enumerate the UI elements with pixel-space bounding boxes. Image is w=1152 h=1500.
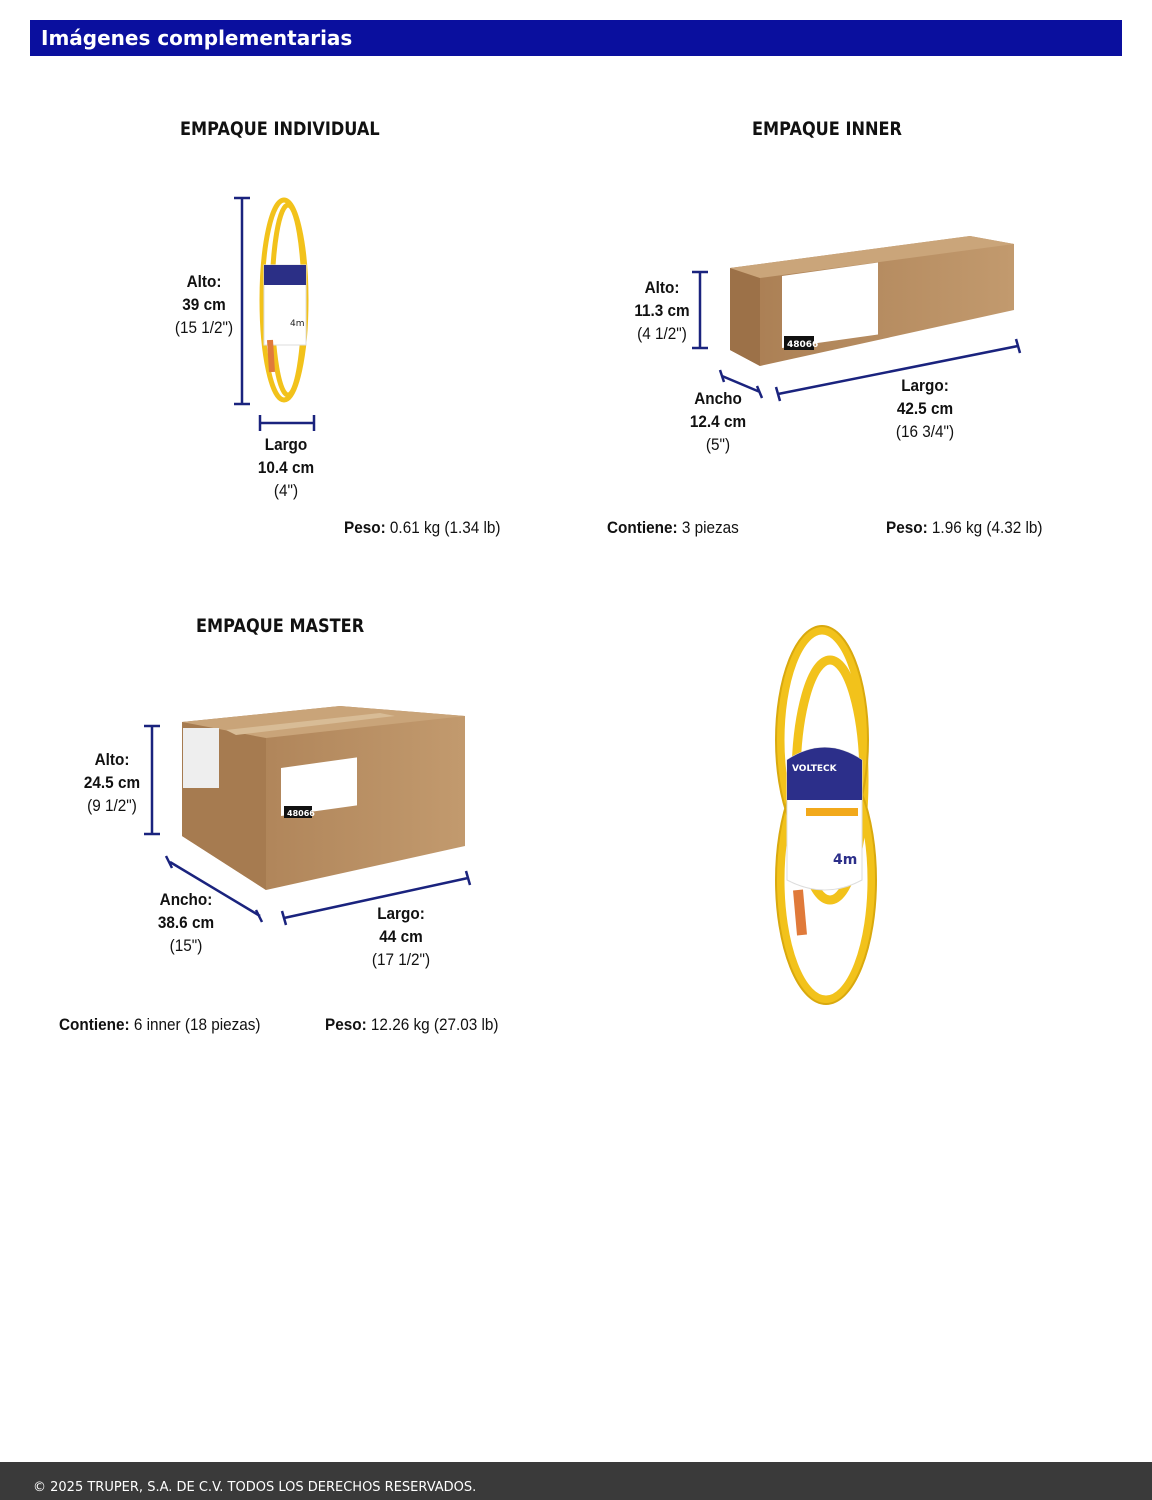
inner-dimension-lines — [692, 270, 1022, 402]
master-title: EMPAQUE MASTER — [196, 615, 365, 637]
dim-in: (5") — [705, 435, 731, 454]
dim-label: Ancho: — [159, 890, 213, 909]
master-ancho: Ancho: 38.6 cm (15") — [148, 888, 224, 957]
product-cord-image: VOLTECK 4m — [775, 625, 877, 1005]
individual-peso: Peso: 0.61 kg (1.34 lb) — [344, 518, 501, 538]
dim-label: Largo: — [901, 376, 949, 395]
master-dimension-lines — [144, 724, 472, 926]
individual-alto: Alto: 39 cm (15 1/2") — [168, 270, 240, 339]
info-value: 12.26 kg (27.03 lb) — [370, 1015, 499, 1034]
info-value: 3 piezas — [681, 518, 739, 537]
info-value: 1.96 kg (4.32 lb) — [931, 518, 1043, 537]
product-length: 4m — [833, 852, 857, 868]
info-label: Peso: — [325, 1015, 367, 1034]
dim-cm: 10.4 cm — [257, 458, 315, 477]
dim-in: (17 1/2") — [371, 950, 431, 969]
info-value: 6 inner (18 piezas) — [133, 1015, 261, 1034]
inner-alto: Alto: 11.3 cm (4 1/2") — [626, 276, 698, 345]
info-value: 0.61 kg (1.34 lb) — [389, 518, 501, 537]
section-header: Imágenes complementarias — [30, 20, 1122, 56]
inner-ancho: Ancho 12.4 cm (5") — [682, 387, 754, 456]
master-peso: Peso: 12.26 kg (27.03 lb) — [325, 1015, 499, 1035]
master-box-code: 48066 — [287, 809, 315, 818]
dim-cm: 38.6 cm — [157, 913, 215, 932]
info-label: Contiene: — [607, 518, 678, 537]
dim-cm: 44 cm — [379, 927, 423, 946]
inner-peso: Peso: 1.96 kg (4.32 lb) — [886, 518, 1043, 538]
dim-in: (15 1/2") — [174, 318, 234, 337]
dim-in: (15") — [169, 936, 203, 955]
inner-contiene: Contiene: 3 piezas — [607, 518, 739, 538]
master-largo: Largo: 44 cm (17 1/2") — [361, 902, 442, 971]
dim-cm: 12.4 cm — [689, 412, 747, 431]
dim-label: Alto: — [186, 272, 222, 291]
individual-cord-image — [259, 197, 309, 403]
master-alto: Alto: 24.5 cm (9 1/2") — [76, 748, 148, 817]
inner-largo: Largo: 42.5 cm (16 3/4") — [885, 374, 966, 443]
product-brand: VOLTECK — [792, 764, 838, 774]
dim-label: Alto: — [94, 750, 130, 769]
dim-label: Alto: — [644, 278, 680, 297]
dim-in: (4") — [273, 481, 299, 500]
individual-largo: Largo 10.4 cm (4") — [250, 433, 322, 502]
individual-dimension-lines — [234, 196, 316, 431]
dim-in: (9 1/2") — [87, 796, 137, 815]
individual-length-label: 4m — [290, 319, 305, 329]
info-label: Contiene: — [59, 1015, 130, 1034]
footer: © 2025 TRUPER, S.A. DE C.V. TODOS LOS DE… — [0, 1462, 1152, 1500]
individual-title: EMPAQUE INDIVIDUAL — [180, 118, 380, 140]
master-contiene: Contiene: 6 inner (18 piezas) — [59, 1015, 261, 1035]
dim-in: (16 3/4") — [895, 422, 955, 441]
dim-label: Largo: — [377, 904, 425, 923]
master-box-image: 48066 — [182, 706, 465, 890]
dim-cm: 24.5 cm — [83, 773, 141, 792]
inner-title: EMPAQUE INNER — [752, 118, 902, 140]
dim-cm: 39 cm — [182, 295, 226, 314]
dim-cm: 11.3 cm — [634, 301, 690, 320]
inner-box-image: 48066 — [730, 236, 1014, 366]
dim-cm: 42.5 cm — [896, 399, 954, 418]
info-label: Peso: — [344, 518, 386, 537]
dim-label: Ancho — [694, 389, 742, 408]
info-label: Peso: — [886, 518, 928, 537]
dim-in: (4 1/2") — [637, 324, 687, 343]
inner-box-code: 48066 — [787, 340, 818, 350]
dim-label: Largo — [264, 435, 308, 454]
